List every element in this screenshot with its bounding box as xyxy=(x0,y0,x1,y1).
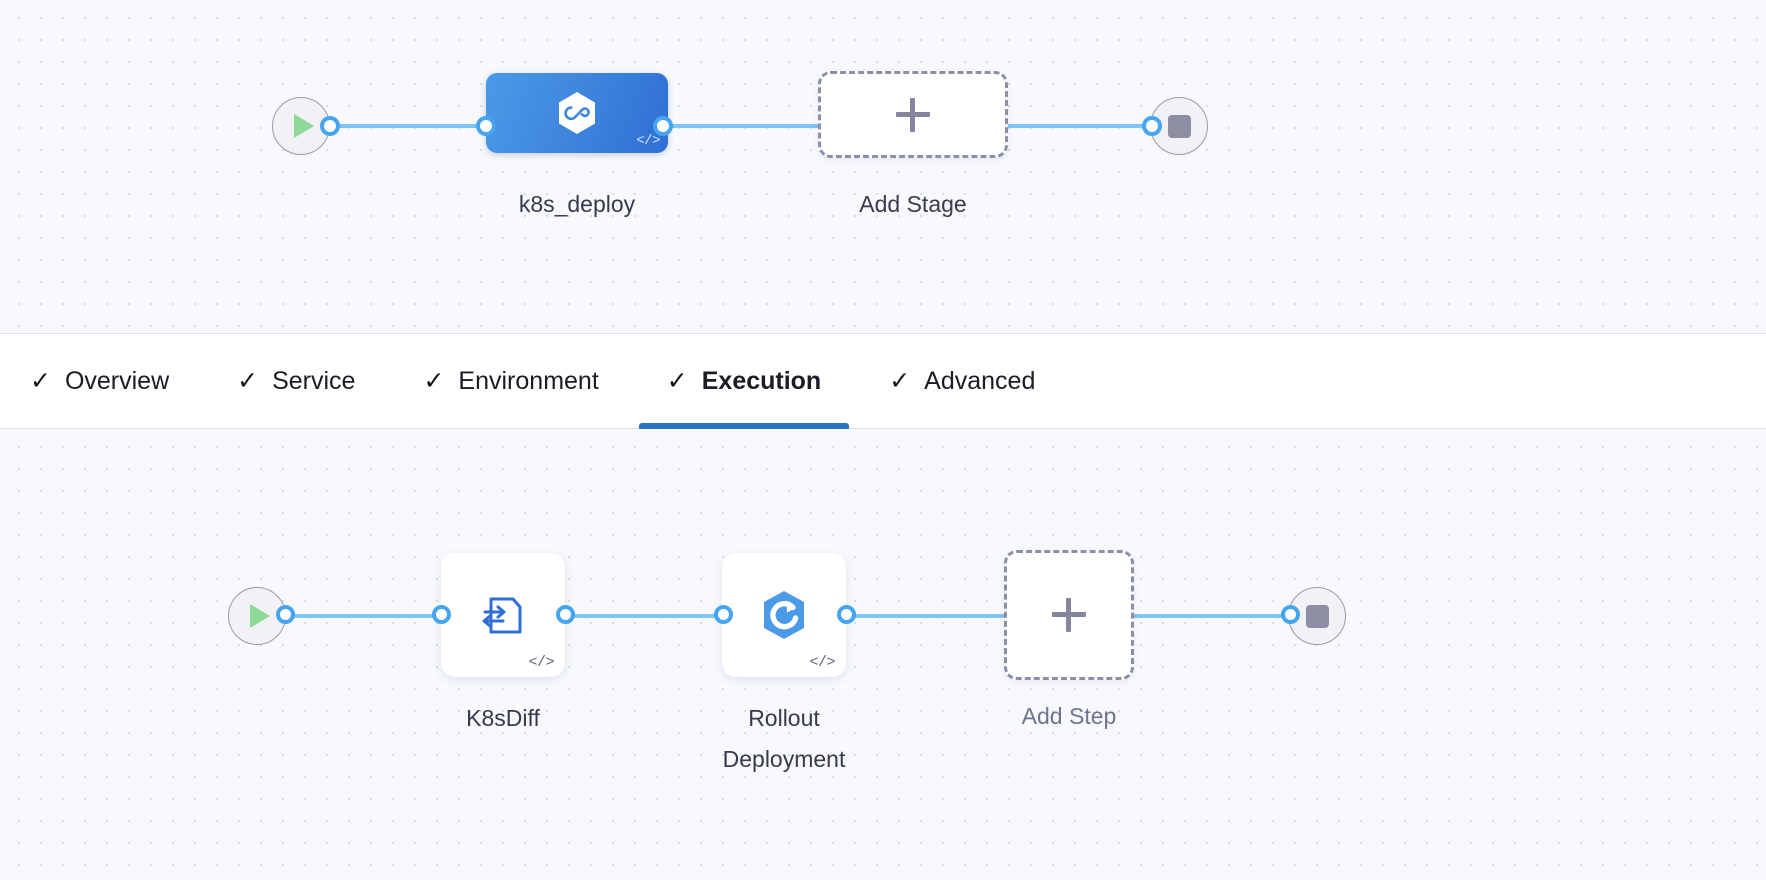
rollout-deployment-hexagon-icon xyxy=(764,591,804,639)
step-node-k8sdiff[interactable]: </> xyxy=(441,553,565,677)
k8s-diff-document-icon xyxy=(482,597,522,634)
stop-icon xyxy=(1305,604,1329,628)
harness-hexagon-infinity-icon xyxy=(559,92,595,134)
check-icon: ✓ xyxy=(423,366,445,395)
tab-advanced[interactable]: ✓ Advanced xyxy=(889,334,1069,428)
start-output-port[interactable] xyxy=(320,116,340,136)
execution-start-node[interactable] xyxy=(228,587,286,645)
stage-node-k8s-deploy[interactable]: </> xyxy=(486,73,668,153)
play-icon xyxy=(294,114,314,138)
plus-icon xyxy=(1052,598,1086,632)
edge-stage-to-add xyxy=(660,124,835,128)
add-stage-label: Add Stage xyxy=(859,191,967,217)
check-icon: ✓ xyxy=(30,366,51,395)
step-code-badge: </> xyxy=(809,654,835,671)
check-icon: ✓ xyxy=(666,366,688,395)
execution-start-output-port[interactable] xyxy=(276,605,295,624)
execution-end-node[interactable] xyxy=(1288,587,1346,645)
step-row: </> K8sDiff </> Rollout Deployment xyxy=(0,429,1766,880)
rollout-output-port[interactable] xyxy=(837,605,856,624)
stage-input-port[interactable] xyxy=(476,116,496,136)
end-input-port[interactable] xyxy=(1142,116,1162,136)
k8sdiff-input-port[interactable] xyxy=(432,605,451,624)
plus-icon xyxy=(896,97,930,132)
play-icon xyxy=(250,604,270,628)
check-icon: ✓ xyxy=(889,366,911,395)
step-code-badge: </> xyxy=(528,654,554,671)
stage-output-port[interactable] xyxy=(653,116,673,136)
stop-icon xyxy=(1167,114,1191,138)
add-stage-button[interactable] xyxy=(818,71,1008,158)
tab-execution[interactable]: ✓ Execution xyxy=(638,334,855,429)
tab-environment[interactable]: ✓ Environment xyxy=(423,334,632,428)
step-node-rollout-deployment[interactable]: </> xyxy=(722,553,846,677)
rollout-input-port[interactable] xyxy=(714,605,733,624)
tab-execution-label: Execution xyxy=(701,366,822,395)
k8sdiff-output-port[interactable] xyxy=(556,605,575,624)
edge-rollout-to-addstep xyxy=(838,614,1014,618)
edge-addstep-to-end xyxy=(1126,614,1292,618)
execution-graph-canvas[interactable]: </> K8sDiff </> Rollout Deployment xyxy=(0,429,1766,880)
tab-advanced-label: Advanced xyxy=(924,366,1036,395)
tab-service-label: Service xyxy=(272,366,356,395)
add-step-button[interactable] xyxy=(1004,550,1134,680)
edge-start-to-stage xyxy=(330,124,500,128)
check-icon: ✓ xyxy=(237,366,259,395)
step-label-rollout-deployment: Rollout Deployment xyxy=(722,705,846,772)
stage-code-badge: </> xyxy=(636,133,660,149)
stage-graph-canvas[interactable]: </> k8s_deploy Add Stage xyxy=(0,0,1766,333)
tab-environment-label: Environment xyxy=(458,366,599,395)
step-label-k8sdiff: K8sDiff xyxy=(466,705,540,731)
edge-k8sdiff-to-rollout xyxy=(558,614,733,618)
execution-end-input-port[interactable] xyxy=(1281,605,1300,624)
add-step-label: Add Step xyxy=(1021,703,1117,729)
tab-service[interactable]: ✓ Service xyxy=(237,334,389,428)
edge-add-to-end xyxy=(988,124,1168,128)
stage-label-k8s-deploy: k8s_deploy xyxy=(518,191,636,217)
stage-config-tabs[interactable]: ✓ Overview ✓ Service ✓ Environment ✓ Exe… xyxy=(0,333,1766,429)
tab-overview-label: Overview xyxy=(64,366,170,395)
edge-start-to-k8sdiff xyxy=(286,614,456,618)
stage-row: </> k8s_deploy Add Stage xyxy=(0,0,1766,333)
tab-overview[interactable]: ✓ Overview xyxy=(30,334,203,428)
